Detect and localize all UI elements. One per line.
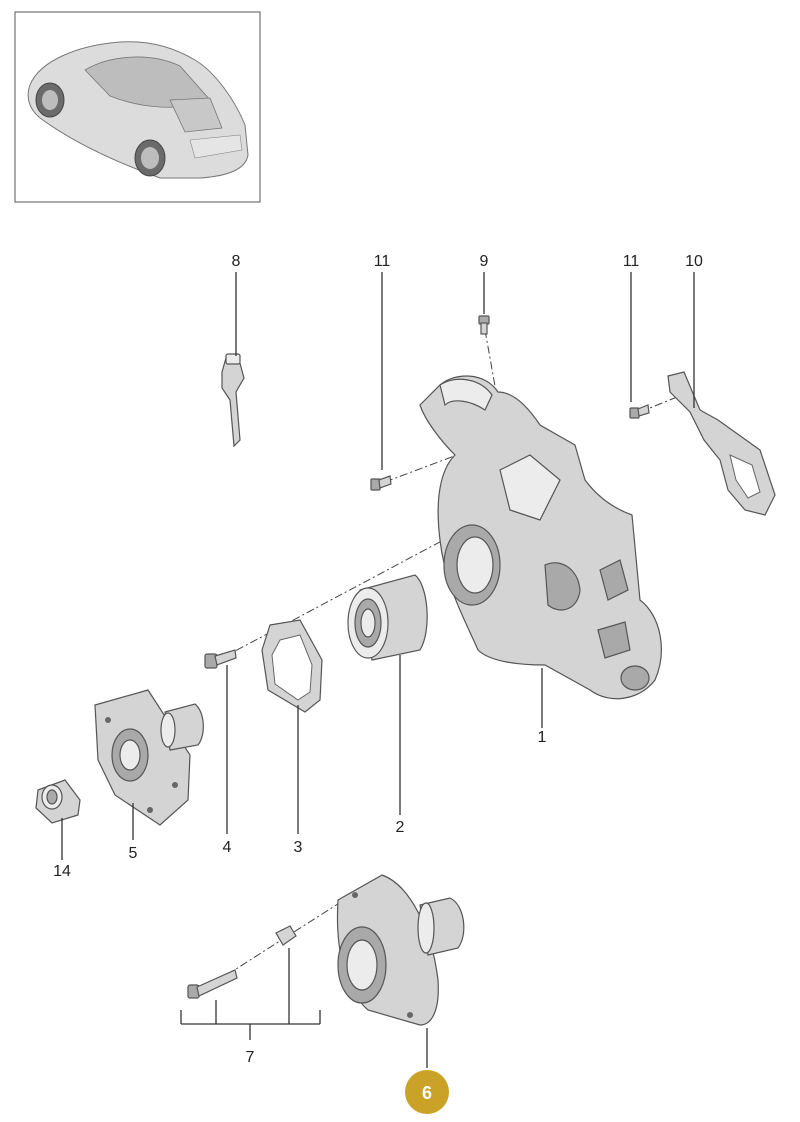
vehicle-thumbnail[interactable] [14,11,261,203]
axis-wheel-bearing [221,526,469,659]
cover-plate-part[interactable] [261,619,323,713]
wheel-bolt-part-7[interactable] [187,925,297,999]
callout-5[interactable]: 5 [129,845,138,862]
highlight-badge [405,1070,449,1114]
callout-7[interactable]: 7 [246,1049,255,1066]
wheel-hub-part-6[interactable] [336,874,465,1026]
bracket-7 [180,948,321,1040]
callout-1[interactable]: 1 [538,729,547,746]
car-icon [27,41,249,179]
wheel-carrier-part[interactable] [419,375,662,700]
axis-hub-bolt [199,892,356,993]
callout-2[interactable]: 2 [396,819,405,836]
callout-11-left[interactable]: 11 [374,253,391,270]
callout-8[interactable]: 8 [232,253,241,270]
bolt-part-11-left[interactable] [370,475,392,491]
callout-3[interactable]: 3 [294,839,303,856]
callout-10[interactable]: 10 [685,253,703,270]
callout-4[interactable]: 4 [223,839,232,856]
wheel-bearing-part[interactable] [347,574,428,661]
axis-bolt-11-left [384,451,466,483]
callout-6[interactable]: 6 [422,1083,432,1103]
wheel-hub-part[interactable] [94,689,204,826]
bolt-part-9[interactable] [478,315,490,335]
bolt-part-11-right[interactable] [629,404,650,419]
collar-nut-part[interactable] [35,779,81,824]
callout-6-badge[interactable]: 6 [405,1070,449,1114]
bracket-part-8[interactable] [221,353,245,448]
hex-bolt-part-4[interactable] [204,649,237,669]
holder-part-10[interactable] [667,371,776,516]
callout-14[interactable]: 14 [53,863,71,880]
callout-9[interactable]: 9 [480,253,489,270]
callout-11-right[interactable]: 11 [623,253,640,270]
